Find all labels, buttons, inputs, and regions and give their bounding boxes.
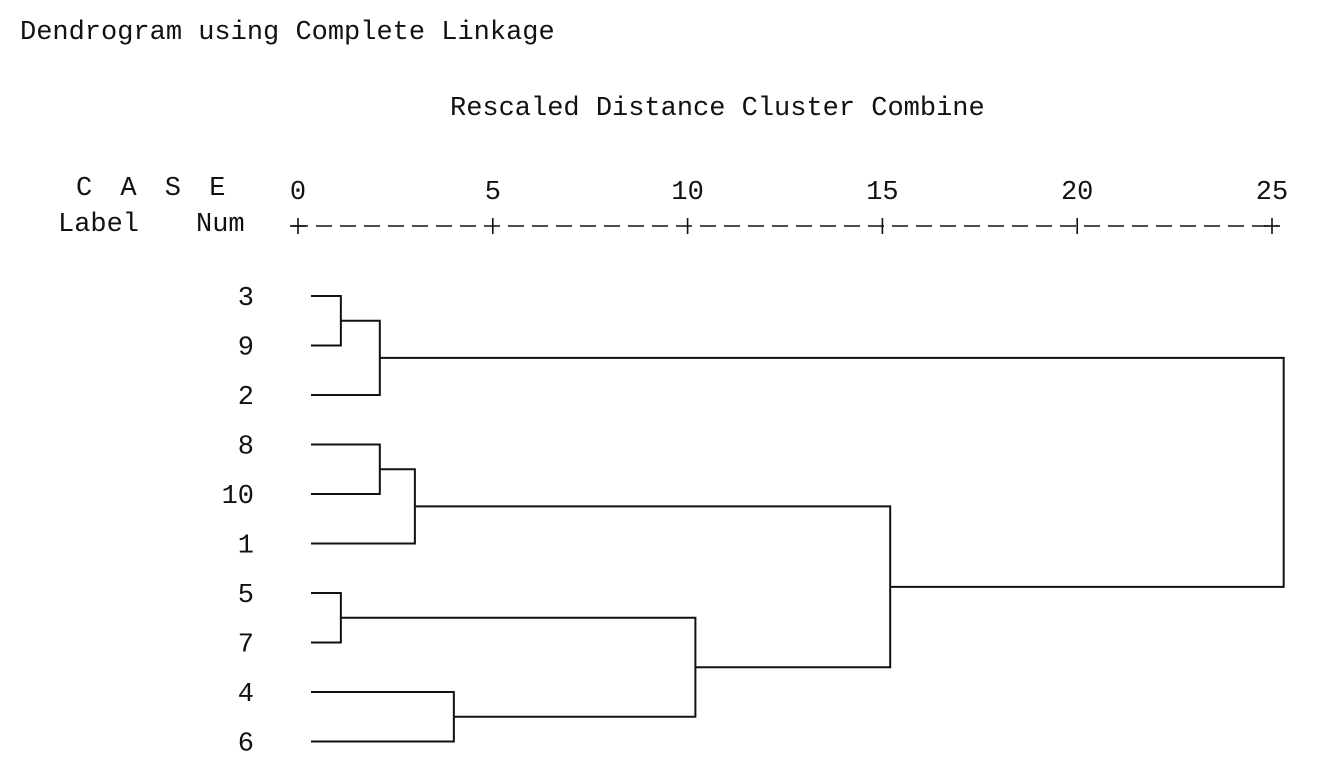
axis-tick-label: 5 (485, 178, 501, 208)
case-label: 9 (238, 334, 254, 364)
dendrogram-link (311, 468, 416, 545)
case-label: 3 (238, 284, 254, 314)
dendrogram-link (414, 505, 892, 669)
dendrogram-link (340, 616, 697, 718)
axis-tick-label: 25 (1256, 178, 1288, 208)
num-column-header: Num (196, 210, 245, 240)
chart-title: Dendrogram using Complete Linkage (20, 18, 555, 48)
axis-tick-label: 20 (1061, 178, 1093, 208)
case-label: 4 (238, 680, 254, 710)
dendrogram-link (311, 592, 342, 644)
case-label: 7 (238, 631, 254, 661)
axis-tick-label: 10 (671, 178, 703, 208)
case-label: 5 (238, 581, 254, 611)
case-label: 8 (238, 433, 254, 463)
dendrogram-link (311, 295, 342, 347)
case-label: 6 (238, 730, 254, 760)
case-label: 10 (222, 482, 254, 512)
axis-tick-label: 0 (290, 178, 306, 208)
dendrogram-links (311, 295, 1285, 743)
case-header: C A S E (76, 174, 232, 204)
dendrogram-link (311, 691, 455, 743)
case-label: 2 (238, 383, 254, 413)
dendrogram-link (379, 356, 1285, 588)
dendrogram-link (311, 443, 381, 495)
case-labels: 3 9 2 8 10 1 5 7 4 6 (222, 284, 254, 760)
axis-tick-label: 15 (866, 178, 898, 208)
axis-title: Rescaled Distance Cluster Combine (450, 94, 985, 124)
dendrogram-link (311, 319, 381, 396)
case-label: 1 (238, 532, 254, 562)
label-column-header: Label (58, 210, 140, 240)
distance-axis: 0 5 10 15 20 25 (290, 178, 1288, 234)
